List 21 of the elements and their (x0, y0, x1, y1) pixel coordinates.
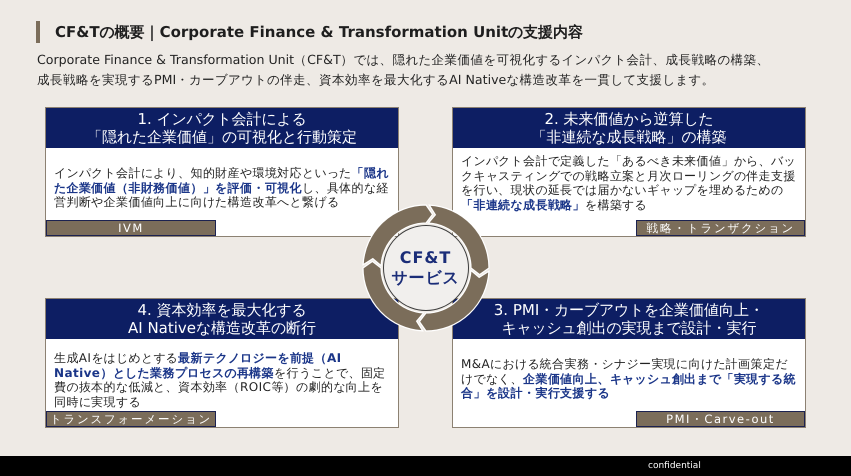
card-description: インパクト会計で定義した「あるべき未来価値」から、バックキャスティングでの戦略立案と月次ローリングの伴走支援を行い、現状の延長では届かないギャップを埋めるための「非連続な成長戦略」を構築する (461, 154, 797, 212)
card-heading: 4. 資本効率を最大化するAI Nativeな構造改革の断行 (46, 299, 398, 339)
intro-text: Corporate Finance & Transformation Unit（CF&T）では、隠れた企業価値を可視化するインパクト会計、成長戦略の構築、成長戦略を実現するPMI・カーブアウトの伴走、資本効率を最大化するAI Nativeな構造改革を一貫して支援します。 (37, 51, 771, 89)
category-tag: PMI・Carve-out (636, 411, 805, 427)
category-tag: 戦略・トランザクション (636, 220, 805, 236)
card-heading: 1. インパクト会計による「隠れた企業価値」の可視化と行動策定 (46, 108, 398, 148)
slide-title: CF&Tの概要｜Corporate Finance & Transformation Unitの支援内容 (55, 22, 584, 42)
card-description: インパクト会計により、知的財産や環境対応といった「隠れた企業価値（非財務価値）」を評価・可視化し、具体的な経営判断や企業価値向上に向けた構造改革へと繋げる (54, 166, 390, 210)
confidentiality-note: confidential (648, 460, 701, 472)
circle-label: CF&T (400, 248, 452, 268)
card-description: 生成AIをはじめとする最新テクノロジーを前提（AI Native）とした業務プロセスの再構築を行うことで、固定費の抜本的な低減と、資本効率（ROIC等）の劇的な向上を同時に実現する (54, 351, 387, 409)
category-tag: トランスフォーメーション (46, 411, 216, 427)
service-card (45, 298, 399, 428)
circle-label: サービス (392, 268, 460, 288)
service-card (452, 107, 806, 237)
card-heading: 2. 未来価値から逆算した「非連続な成長戦略」の構築 (453, 108, 805, 148)
card-description: M&Aにおける統合実務・シナジー実現に向けた計画策定だけでなく、企業価値向上、キャッシュ創出まで「実現する統合」を設計・実行支援する (461, 357, 797, 400)
card-heading: 3. PMI・カーブアウトを企業価値向上・キャッシュ創出の実現まで設計・実行 (453, 299, 805, 339)
category-tag: IVM (46, 220, 216, 236)
service-card (45, 107, 399, 237)
service-card (452, 298, 806, 428)
